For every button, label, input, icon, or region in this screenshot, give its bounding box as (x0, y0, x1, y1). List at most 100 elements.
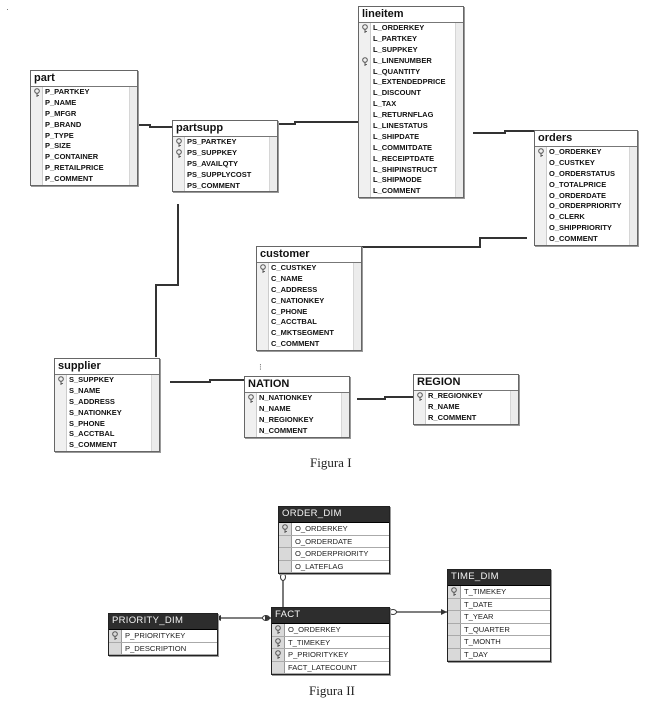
field-name: L_SHIPDATE (373, 131, 420, 141)
field-name: L_SUPPKEY (373, 44, 418, 54)
field-name: S_NATIONKEY (69, 407, 122, 417)
field-name: S_SUPPKEY (69, 375, 115, 384)
field-name: N_NATIONKEY (259, 393, 313, 402)
field-row: L_PARTKEY (359, 34, 463, 45)
field-name: P_COMMENT (45, 174, 93, 184)
field-row: T_YEAR (448, 611, 550, 624)
field-name: O_ORDERKEY (288, 625, 341, 634)
field-row: O_SHIPPRIORITY (535, 223, 637, 234)
primary-key-icon (176, 138, 182, 147)
field-name: O_ORDERDATE (549, 190, 606, 200)
field-row: C_CUSTKEY (257, 263, 361, 274)
field-name: L_RECEIPTDATE (373, 153, 435, 163)
field-name: N_COMMENT (259, 425, 308, 435)
field-name: L_ORDERKEY (373, 23, 425, 32)
primary-key-icon (275, 625, 281, 634)
field-name: O_ORDERDATE (295, 536, 353, 546)
primary-key-icon (362, 24, 368, 33)
field-row: T_MONTH (448, 636, 550, 649)
field-name: C_ADDRESS (271, 284, 318, 294)
field-row: R_COMMENT (414, 413, 518, 424)
field-row: L_RETURNFLAG (359, 110, 463, 121)
field-row: L_SUPPKEY (359, 45, 463, 56)
field-row: C_NATIONKEY (257, 296, 361, 307)
field-name: P_SIZE (45, 141, 71, 151)
field-name: T_DAY (464, 649, 488, 659)
field-row: O_ORDERKEY (272, 624, 389, 637)
field-name: C_NATIONKEY (271, 295, 325, 305)
field-name: L_TAX (373, 99, 397, 109)
field-name: O_SHIPPRIORITY (549, 223, 612, 233)
field-row: S_ACCTBAL (55, 429, 159, 440)
primary-key-icon (112, 631, 118, 640)
field-name: C_CUSTKEY (271, 263, 317, 272)
field-row: N_NAME (245, 404, 349, 415)
field-name: O_COMMENT (549, 234, 598, 244)
field-name: O_TOTALPRICE (549, 179, 607, 189)
field-name: P_DESCRIPTION (125, 643, 187, 653)
primary-key-icon (260, 264, 266, 273)
field-row: P_COMMENT (31, 174, 137, 185)
field-row: L_EXTENDEDPRICE (359, 77, 463, 88)
field-name: O_ORDERKEY (295, 524, 348, 533)
field-name: T_DATE (464, 599, 493, 609)
table-title: TIME_DIM (448, 570, 550, 586)
field-name: L_EXTENDEDPRICE (373, 77, 446, 87)
table-title: REGION (414, 375, 518, 391)
field-row: O_LATEFLAG (279, 561, 389, 573)
field-row: N_NATIONKEY (245, 393, 349, 404)
field-name: PS_SUPPLYCOST (187, 169, 252, 179)
field-name: PS_PARTKEY (187, 137, 237, 146)
field-row: L_SHIPMODE (359, 175, 463, 186)
link-lineitem-orders (473, 130, 534, 134)
field-name: O_CUSTKEY (549, 157, 595, 167)
table-title: orders (535, 131, 637, 147)
primary-key-icon (417, 392, 423, 401)
field-row: C_COMMENT (257, 339, 361, 350)
field-name: O_LATEFLAG (295, 561, 344, 571)
field-name: S_ACCTBAL (69, 429, 115, 439)
field-row: L_QUANTITY (359, 67, 463, 78)
field-row: O_ORDERDATE (279, 536, 389, 548)
field-name: R_COMMENT (428, 412, 477, 422)
table-title: ORDER_DIM (279, 507, 389, 523)
field-name: L_SHIPMODE (373, 175, 422, 185)
field-name: PS_COMMENT (187, 180, 240, 190)
figure-1-caption: Figura I (310, 455, 352, 470)
field-name: P_MFGR (45, 108, 77, 118)
field-row: C_MKTSEGMENT (257, 328, 361, 339)
field-row: R_REGIONKEY (414, 391, 518, 402)
field-name: L_LINENUMBER (373, 55, 432, 65)
field-row: P_DESCRIPTION (109, 643, 217, 655)
field-row: N_COMMENT (245, 426, 349, 437)
field-name: L_LINESTATUS (373, 121, 428, 131)
field-row: S_ADDRESS (55, 397, 159, 408)
field-name: L_DISCOUNT (373, 88, 421, 98)
field-row: L_LINENUMBER (359, 56, 463, 67)
field-row: O_ORDERDATE (535, 191, 637, 202)
field-row: L_COMMITDATE (359, 143, 463, 154)
field-name: N_NAME (259, 403, 291, 413)
field-row: O_ORDERSTATUS (535, 169, 637, 180)
field-name: PS_SUPPKEY (187, 147, 238, 157)
field-row: PS_SUPPKEY (173, 148, 277, 159)
field-row: P_PARTKEY (31, 87, 137, 98)
field-row: O_ORDERPRIORITY (535, 201, 637, 212)
field-row: S_PHONE (55, 419, 159, 430)
field-row: O_COMMENT (535, 234, 637, 245)
field-row: L_SHIPINSTRUCT (359, 165, 463, 176)
field-name: T_MONTH (464, 637, 501, 646)
table-title: partsupp (173, 121, 277, 137)
field-name: C_COMMENT (271, 339, 320, 349)
field-name: T_TIMEKEY (288, 637, 331, 647)
